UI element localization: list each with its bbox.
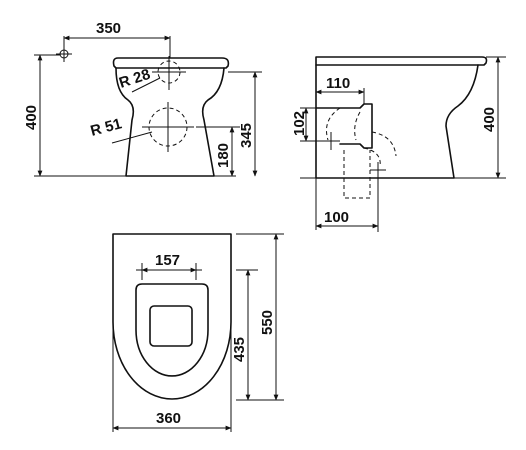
label-180: 180 xyxy=(215,143,232,168)
front-bowl-rim xyxy=(112,57,230,69)
label-345: 345 xyxy=(238,123,255,148)
top-view: 157 550 435 360 xyxy=(112,233,284,432)
label-550: 550 xyxy=(259,310,276,335)
label-360: 360 xyxy=(156,410,181,427)
label-r28: R 28 xyxy=(117,66,152,92)
label-102: 102 xyxy=(291,111,308,136)
side-floor-outlet xyxy=(343,150,371,199)
top-outer-outline xyxy=(112,233,232,400)
label-400-side: 400 xyxy=(481,107,498,132)
front-view: R 28 R 51 350 400 345 180 xyxy=(23,20,262,177)
top-inner-basin xyxy=(149,305,193,347)
leader-r28 xyxy=(131,77,161,93)
label-r51: R 51 xyxy=(89,115,124,140)
top-seat-opening xyxy=(135,283,209,377)
side-view: 110 102 400 100 xyxy=(291,56,506,232)
label-157: 157 xyxy=(155,252,180,269)
label-100: 100 xyxy=(324,209,349,226)
side-bowl-body xyxy=(315,64,479,179)
side-outlet-pipe xyxy=(315,103,373,149)
side-bowl-rim xyxy=(315,56,488,66)
leader-r51 xyxy=(111,131,153,144)
label-110: 110 xyxy=(326,75,350,92)
label-350: 350 xyxy=(96,20,121,37)
label-435: 435 xyxy=(231,337,248,362)
label-400-front: 400 xyxy=(23,105,40,130)
